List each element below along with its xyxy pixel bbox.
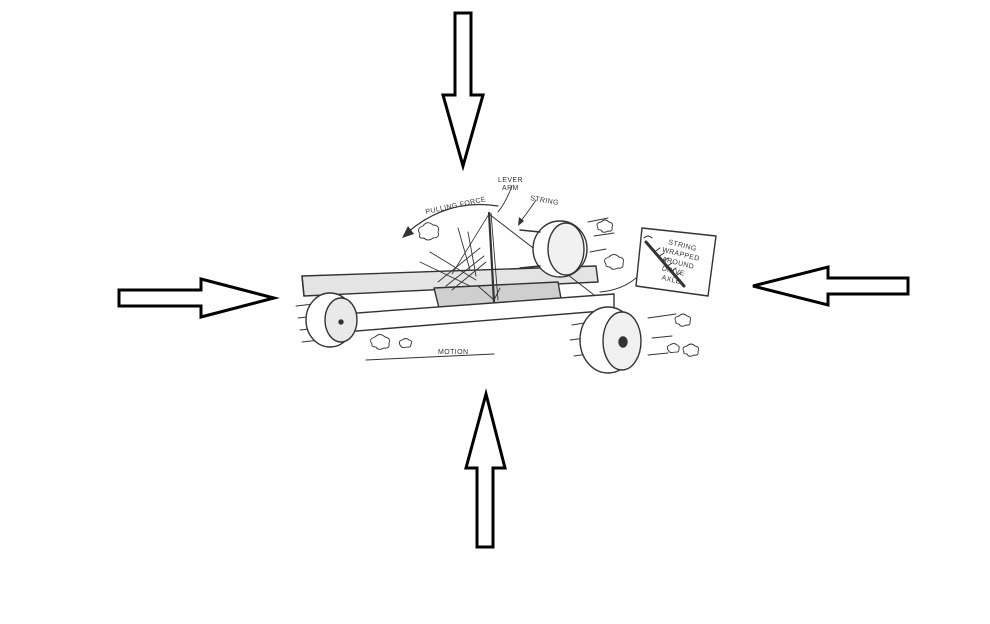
force-arrows (117, 11, 910, 549)
label-lever-arm-2: ARM (502, 185, 519, 192)
label-pulling-force: PULLING FORCE (425, 196, 487, 216)
motion-line (365, 353, 495, 361)
label-lever-arm-1: LEVER (498, 177, 523, 184)
rear-wheel (305, 292, 358, 348)
lever-arm (487, 211, 496, 304)
dust-puffs (370, 219, 700, 357)
arrow-down-icon (441, 11, 485, 172)
mousetrap-car-sketch (295, 185, 717, 374)
inset-callout (599, 227, 717, 297)
front-wheel (579, 306, 642, 374)
label-inset-5: AXLE (661, 275, 682, 287)
label-string: STRING (530, 195, 560, 207)
arrow-left-icon (752, 265, 910, 307)
pulling-force-arrow (407, 203, 499, 233)
drive-wheel (519, 220, 588, 278)
arrow-right-icon (117, 277, 280, 319)
label-motion: MOTION (438, 349, 468, 356)
arrow-up-icon (464, 388, 507, 549)
